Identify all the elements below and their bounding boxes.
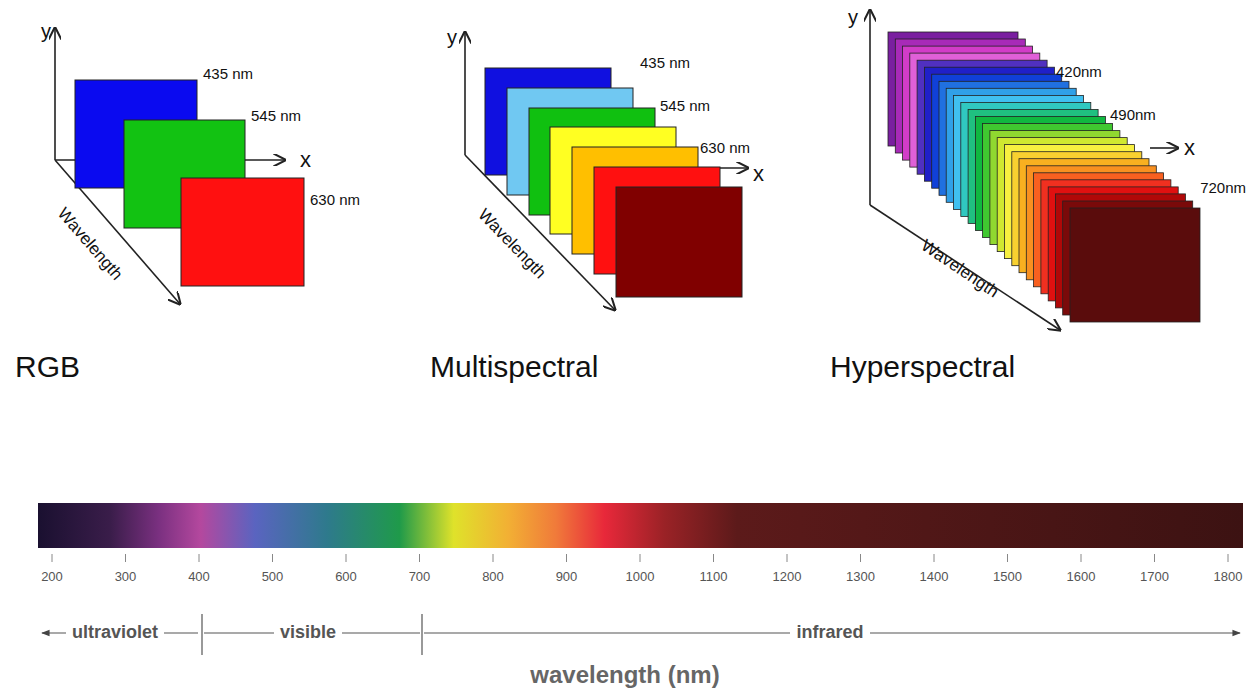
panel-title: Multispectral	[430, 350, 598, 383]
tick-label: 500	[262, 570, 284, 584]
tick-label: 800	[482, 570, 504, 584]
wavelength-label: 420nm	[1056, 64, 1102, 81]
hyperspectral-stack	[888, 32, 1200, 322]
tick-mark	[1007, 554, 1008, 562]
axis-label: x	[300, 148, 311, 172]
axis-label: x	[1184, 136, 1195, 160]
tick-mark	[787, 554, 788, 562]
wavelength-label: 630 nm	[700, 140, 750, 157]
tick-mark	[566, 554, 567, 562]
tick-label: 600	[335, 570, 357, 584]
tick-mark	[419, 554, 420, 562]
tick-mark	[199, 554, 200, 562]
tick-mark	[1081, 554, 1082, 562]
tick-label: 1800	[1214, 570, 1243, 584]
tick-label: 1200	[773, 570, 802, 584]
tick-marks	[52, 554, 1228, 562]
axis-label: y	[41, 20, 51, 42]
tick-mark	[52, 554, 53, 562]
wavelength-label: 545 nm	[251, 108, 301, 125]
tick-label: 1600	[1067, 570, 1096, 584]
tick-mark	[640, 554, 641, 562]
wavelength-label: 630 nm	[310, 192, 360, 209]
tick-label: 1500	[993, 570, 1022, 584]
axis-label: y	[848, 6, 858, 28]
axis-label: Wavelength	[474, 206, 549, 283]
wavelength-label: 435 nm	[203, 66, 253, 83]
wavelength-label: 435 nm	[640, 55, 690, 72]
tick-mark	[860, 554, 861, 562]
tick-label: 400	[188, 570, 210, 584]
tick-label: 1300	[846, 570, 875, 584]
panel-title: RGB	[15, 350, 80, 383]
tick-label: 1700	[1140, 570, 1169, 584]
tick-mark	[493, 554, 494, 562]
spectrum-bar	[38, 503, 1243, 548]
axis-label: y	[447, 26, 457, 48]
panel-title: Hyperspectral	[830, 350, 1015, 383]
tick-mark	[272, 554, 273, 562]
tick-label: 900	[556, 570, 578, 584]
wavelength-label: 720nm	[1200, 180, 1246, 197]
multispectral-stack	[465, 32, 748, 310]
axis-title: wavelength (nm)	[530, 662, 719, 688]
tick-mark	[713, 554, 714, 562]
tick-label: 1400	[920, 570, 949, 584]
axis-label: Wavelength	[918, 237, 1002, 302]
tick-label: 300	[115, 570, 137, 584]
tick-mark	[934, 554, 935, 562]
tick-label: 1000	[626, 570, 655, 584]
region-lines	[42, 614, 1240, 655]
wavelength-label: 490nm	[1110, 107, 1156, 124]
tick-label: 200	[41, 570, 63, 584]
axis-label: x	[753, 162, 764, 186]
region-label: infrared	[790, 623, 869, 643]
axis-label: Wavelength	[54, 205, 127, 285]
region-label: visible	[274, 623, 342, 643]
region-label: ultraviolet	[66, 623, 164, 643]
tick-label: 700	[409, 570, 431, 584]
tick-label: 1100	[700, 570, 728, 584]
wavelength-label: 545 nm	[660, 98, 710, 115]
tick-mark	[1154, 554, 1155, 562]
band-layer	[1070, 208, 1200, 322]
tick-mark	[125, 554, 126, 562]
tick-mark	[346, 554, 347, 562]
tick-mark	[1228, 554, 1229, 562]
